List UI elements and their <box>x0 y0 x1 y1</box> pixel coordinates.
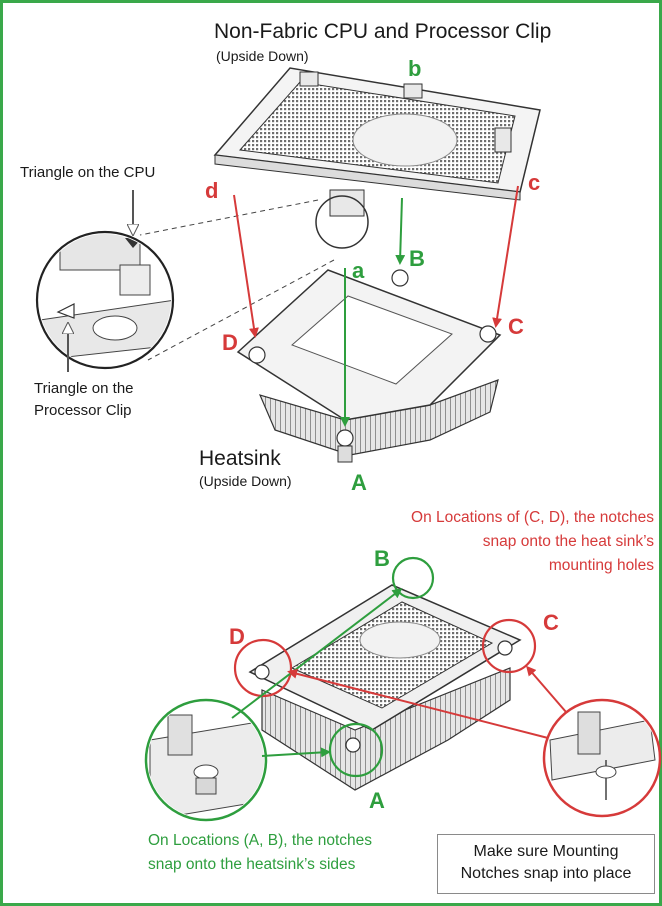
red-arrow-to-C <box>526 665 567 713</box>
clip-triangle-label-line2: Processor Clip <box>34 402 132 419</box>
assembled-heatsink <box>248 584 522 791</box>
red-detail-circle <box>542 698 662 818</box>
location-D-circle <box>233 638 293 698</box>
red-note-line1: On Locations of (C, D), the notches <box>411 509 654 526</box>
label-C-bottom: C <box>543 610 559 635</box>
label-b: b <box>408 56 422 81</box>
label-B-top: B <box>409 246 425 271</box>
zoom-line-lower <box>147 259 335 361</box>
label-A-bottom: A <box>369 788 385 813</box>
zoom-detail-circle <box>35 230 175 370</box>
red-arrow-to-D <box>287 668 549 739</box>
arrow-c-to-C <box>492 185 519 328</box>
label-B-bottom: B <box>374 546 390 571</box>
green-detail-circle <box>144 698 268 822</box>
green-note-line1: On Locations (A, B), the notches <box>148 832 373 849</box>
heatsink-title: Heatsink <box>199 447 281 470</box>
clip-subtitle: (Upside Down) <box>216 48 309 64</box>
label-a: a <box>352 258 365 283</box>
clip-triangle-label-line1: Triangle on the <box>34 380 134 397</box>
mounting-note-box: Make sure Mounting Notches snap into pla… <box>437 834 655 894</box>
arrow-d-to-D <box>233 194 259 338</box>
location-C-circle <box>481 618 537 674</box>
red-note-line3: mounting holes <box>548 557 654 574</box>
green-arrow-to-B <box>231 588 403 719</box>
label-C-top: C <box>508 314 524 339</box>
mounting-note-line2: Notches snap into place <box>460 864 632 882</box>
location-B-circle <box>391 556 435 600</box>
arrow-b-to-B <box>395 197 406 265</box>
label-d: d <box>205 178 219 203</box>
zoom-line-upper <box>139 199 319 236</box>
green-note-line2: snap onto the heatsink’s sides <box>148 856 356 873</box>
clip-title: Non-Fabric CPU and Processor Clip <box>214 20 552 43</box>
processor-clip-top <box>213 67 541 249</box>
label-D-top: D <box>222 330 238 355</box>
cpu-triangle-label: Triangle on the CPU <box>20 164 156 181</box>
label-c: c <box>528 170 541 195</box>
label-A-top: A <box>351 470 367 495</box>
mounting-note-line1: Make sure Mounting <box>473 843 619 860</box>
green-arrow-to-A <box>261 747 331 758</box>
heatsink-top <box>236 269 502 463</box>
red-note-line2: snap onto the heat sink’s <box>482 533 654 550</box>
label-D-bottom: D <box>229 624 245 649</box>
heatsink-subtitle: (Upside Down) <box>199 473 292 489</box>
